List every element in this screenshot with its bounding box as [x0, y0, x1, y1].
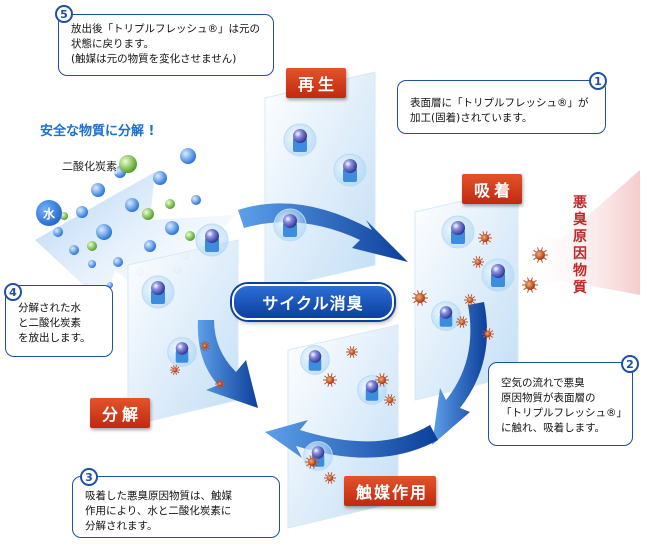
co2-molecule	[119, 155, 137, 173]
catalyst-sphere	[439, 306, 453, 319]
catalyst-sphere	[365, 380, 379, 393]
water-molecule	[125, 198, 139, 212]
water-molecule	[113, 257, 123, 267]
note-4-number: 4	[4, 283, 22, 301]
note-5-line-2: 状態に戻ります。	[71, 38, 154, 50]
water-molecule	[53, 227, 63, 237]
odor-molecule	[522, 277, 538, 293]
stage-label-regen: 再生	[286, 68, 347, 98]
water-molecule	[88, 260, 96, 268]
stage-label-catalysis: 触媒作用	[344, 476, 437, 506]
catalyst-sphere	[283, 214, 297, 228]
odor-molecule	[170, 365, 180, 375]
water-molecule	[96, 224, 112, 240]
note-2-line-1: 空気の流れで悪臭	[501, 377, 585, 389]
note-1-number: 1	[589, 72, 607, 90]
water-molecule	[91, 183, 105, 197]
note-5-number: 5	[55, 5, 73, 23]
odor-molecule	[346, 346, 358, 358]
co2-label: 二酸化炭素	[62, 158, 117, 174]
stage-label-adsorb: 吸着	[462, 174, 523, 204]
catalyst-sphere	[343, 159, 357, 173]
cycle-title: サイクル消臭	[232, 284, 394, 320]
water-molecule	[165, 221, 179, 235]
catalyst-sphere	[451, 221, 465, 235]
note-4-line-3: を放出します。	[18, 332, 91, 344]
co2-molecule	[142, 208, 154, 220]
note-5-line-1: 放出後「トリプルフレッシュ®」は元の	[71, 23, 260, 35]
co2-molecule	[165, 199, 175, 209]
odor-molecule	[478, 231, 492, 245]
odor-molecule	[305, 455, 319, 469]
odor-molecule	[532, 247, 548, 263]
odor-molecule	[412, 290, 428, 306]
note-2-line-2: 原因物質が表面層の	[501, 392, 596, 404]
catalyst-sphere	[175, 342, 189, 355]
catalyst-sphere	[311, 446, 325, 459]
odor-molecule	[375, 373, 389, 387]
co2-molecule	[87, 241, 97, 251]
catalyst-sphere	[491, 264, 505, 278]
note-5: 放出後「トリプルフレッシュ®」は元の 状態に戻ります。 (触媒は元の物質を変化さ…	[58, 14, 274, 76]
catalyst-sphere	[205, 229, 219, 243]
cycle-arrow-right	[432, 302, 487, 445]
safe-substance-text: 安全な物質に分解 !	[40, 124, 155, 139]
note-4-line-2: と二酸化炭素	[18, 317, 81, 329]
odor-molecule	[200, 341, 210, 351]
odor-molecule	[456, 316, 468, 328]
water-molecule	[180, 148, 196, 164]
co2-molecule	[60, 212, 68, 220]
note-3-line-2: 作用により、水と二酸化炭素に	[85, 505, 232, 517]
odor-molecule	[384, 394, 396, 406]
catalyst-molecules	[141, 123, 515, 471]
catalyst-sphere	[151, 281, 165, 295]
catalyst-sphere	[293, 129, 307, 143]
note-2-line-3: 「トリプルフレッシュ®」	[501, 407, 627, 419]
odor-molecule	[324, 472, 336, 484]
note-3-line-1: 吸着した悪臭原因物質は、触媒	[85, 490, 232, 502]
odor-particles	[170, 231, 548, 484]
note-3-line-3: 分解されます。	[85, 520, 158, 532]
note-1-line-1: 表面層に「トリプルフレッシュ®」が	[410, 97, 589, 109]
water-molecule	[69, 245, 79, 255]
note-3: 吸着した悪臭原因物質は、触媒 作用により、水と二酸化炭素に 分解されます。	[72, 476, 280, 538]
note-4-line-1: 分解された水	[18, 302, 81, 314]
odor-molecule	[215, 379, 225, 389]
water-molecule	[144, 240, 156, 252]
odor-molecule	[472, 256, 484, 268]
note-3-number: 3	[80, 468, 98, 486]
odor-molecule	[464, 294, 476, 306]
cycle-arrow-left	[197, 320, 258, 408]
odor-molecule	[323, 373, 337, 387]
co2-molecule	[185, 231, 195, 241]
water-molecule	[153, 171, 167, 185]
note-2-line-4: に触れ、吸着します。	[501, 422, 606, 434]
stage-label-decompose: 分解	[90, 398, 151, 428]
note-5-line-3: (触媒は元の物質を変化させません)	[71, 53, 237, 65]
odor-substance-label: 悪臭原因物質	[573, 195, 587, 296]
water-badge: 水	[36, 200, 62, 226]
catalyst-sphere	[308, 350, 322, 363]
note-2-number: 2	[621, 355, 639, 373]
water-molecule	[76, 206, 88, 218]
odor-molecule	[482, 328, 494, 340]
note-2: 空気の流れで悪臭 原因物質が表面層の 「トリプルフレッシュ®」 に触れ、吸着しま…	[488, 362, 633, 446]
note-1-line-2: 加工(固着)されています。	[410, 112, 533, 124]
note-1: 表面層に「トリプルフレッシュ®」が 加工(固着)されています。	[397, 80, 606, 134]
note-4: 分解された水 と二酸化炭素 を放出します。	[5, 285, 113, 357]
water-molecule	[191, 195, 201, 205]
